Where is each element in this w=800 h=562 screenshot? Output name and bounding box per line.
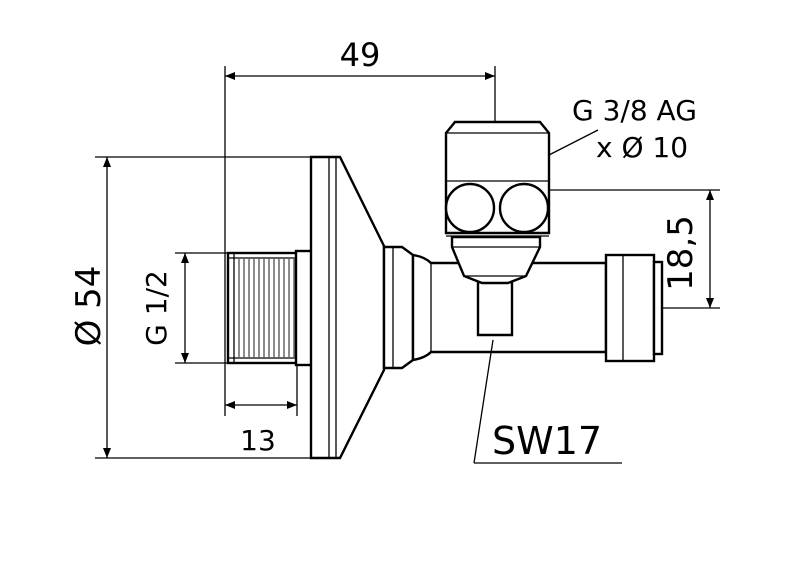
callout-wrench-size: SW17 [473, 339, 622, 464]
callout-outlet-thread: G 3/8 AG x Ø 10 [548, 94, 697, 164]
inlet-collar [294, 249, 314, 367]
dimension-flange-diameter: Ø 54 [69, 156, 311, 459]
body-nut [382, 245, 415, 370]
valve-body [226, 120, 664, 460]
label-inlet-thread: G 1/2 [140, 270, 173, 346]
inlet-thread [226, 251, 300, 365]
dimension-thread-length: 13 [224, 157, 298, 457]
valve-handle [444, 120, 551, 237]
label-outlet-height: 18,5 [661, 215, 701, 291]
label-thread-length: 13 [240, 424, 276, 457]
outlet-connector [604, 253, 664, 363]
label-outlet-thread-line2: x Ø 10 [596, 131, 688, 164]
dimension-inlet-thread: G 1/2 [140, 252, 228, 364]
dimension-overall-length: 49 [224, 36, 496, 157]
dimension-outlet-height: 18,5 [549, 189, 720, 309]
label-wrench-size: SW17 [492, 419, 602, 463]
label-overall-length: 49 [340, 36, 381, 74]
wall-flange [309, 155, 386, 460]
hex-spindle [450, 235, 542, 337]
label-flange-diameter: Ø 54 [69, 266, 109, 347]
label-outlet-thread-line1: G 3/8 AG [572, 94, 697, 127]
